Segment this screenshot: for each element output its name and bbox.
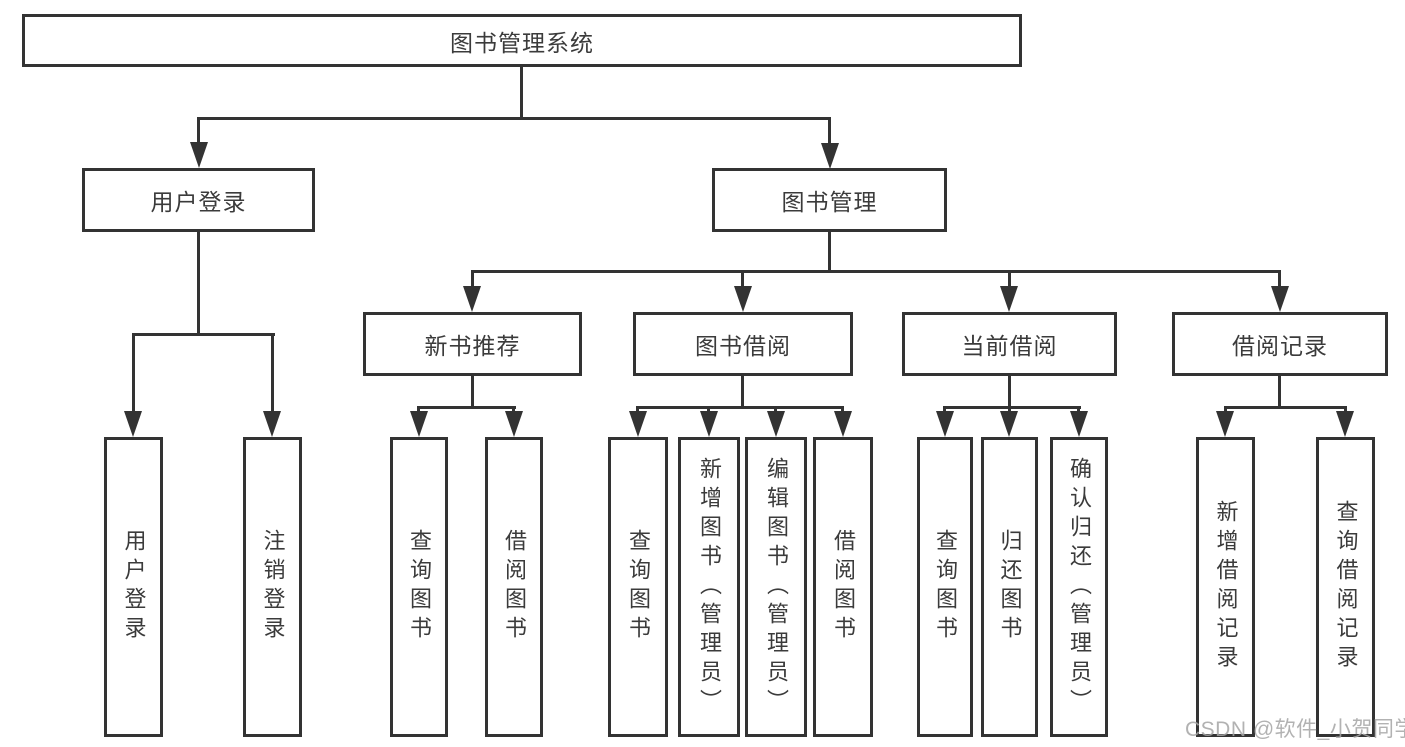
leaf-logout: 注销登录: [243, 437, 302, 737]
leaf-user-login: 用户登录: [104, 437, 163, 737]
leaf-records-add-record-label: 新增借阅记录: [1213, 500, 1239, 674]
leaf-recommend-query-book: 查询图书: [390, 437, 448, 737]
connector-line: [471, 376, 474, 408]
connector-line: [471, 270, 1281, 273]
connector-line: [417, 406, 516, 409]
connector-line: [197, 117, 831, 120]
arrow-down-icon: [936, 411, 954, 437]
leaf-records-query-record-label: 查询借阅记录: [1333, 500, 1359, 674]
connector-line: [1278, 270, 1281, 290]
arrow-down-icon: [410, 411, 428, 437]
arrow-down-icon: [1000, 286, 1018, 312]
arrow-down-icon: [463, 286, 481, 312]
csdn-watermark: CSDN @软件_小贺同学: [1185, 718, 1405, 741]
connector-line: [471, 270, 474, 290]
leaf-borrowing-borrow-book: 借阅图书: [813, 437, 873, 737]
node-new-book-recommend-label: 新书推荐: [424, 333, 521, 359]
node-new-book-recommend: 新书推荐: [363, 312, 582, 376]
node-current-borrowing: 当前借阅: [902, 312, 1117, 376]
leaf-recommend-borrow-book-label: 借阅图书: [502, 529, 527, 645]
node-book-management-label: 图书管理: [781, 189, 878, 215]
node-book-borrowing-label: 图书借阅: [695, 333, 791, 359]
leaf-borrowing-query-book-label: 查询图书: [626, 529, 651, 645]
leaf-records-add-record: 新增借阅记录: [1196, 437, 1255, 737]
arrow-down-icon: [263, 411, 281, 437]
arrow-down-icon: [190, 142, 208, 168]
connector-line: [197, 232, 200, 335]
leaf-borrowing-query-book: 查询图书: [608, 437, 668, 737]
arrow-down-icon: [834, 411, 852, 437]
connector-line: [1278, 376, 1281, 408]
leaf-borrowing-borrow-book-label: 借阅图书: [831, 529, 856, 645]
connector-line: [271, 333, 274, 413]
leaf-current-confirm-return-admin: 确认归还（管理员）: [1050, 437, 1108, 737]
node-user-login: 用户登录: [82, 168, 315, 232]
arrow-down-icon: [767, 411, 785, 437]
leaf-records-query-record: 查询借阅记录: [1316, 437, 1375, 737]
leaf-recommend-borrow-book: 借阅图书: [485, 437, 543, 737]
arrow-down-icon: [505, 411, 523, 437]
arrow-down-icon: [821, 143, 839, 169]
leaf-recommend-query-book-label: 查询图书: [407, 529, 432, 645]
node-user-login-label: 用户登录: [150, 189, 247, 215]
leaf-logout-label: 注销登录: [260, 529, 286, 645]
connector-line: [741, 376, 744, 408]
arrow-down-icon: [1271, 286, 1289, 312]
node-borrowing-records: 借阅记录: [1172, 312, 1388, 376]
leaf-current-query-book-label: 查询图书: [933, 529, 958, 645]
leaf-borrowing-add-book-admin: 新增图书（管理员）: [678, 437, 740, 737]
leaf-borrowing-edit-book-admin-label: 编辑图书（管理员）: [764, 456, 789, 718]
connector-line: [197, 117, 200, 147]
connector-line: [741, 270, 744, 290]
leaf-current-confirm-return-admin-label: 确认归还（管理员）: [1067, 456, 1092, 718]
node-borrowing-records-label: 借阅记录: [1232, 333, 1328, 359]
connector-line: [943, 406, 1081, 409]
leaf-borrowing-add-book-admin-label: 新增图书（管理员）: [697, 456, 722, 718]
connector-line: [1008, 270, 1011, 290]
arrow-down-icon: [1336, 411, 1354, 437]
node-book-management: 图书管理: [712, 168, 947, 232]
leaf-borrowing-edit-book-admin: 编辑图书（管理员）: [745, 437, 807, 737]
node-root-label: 图书管理系统: [450, 29, 594, 56]
leaf-current-query-book: 查询图书: [917, 437, 973, 737]
node-book-borrowing: 图书借阅: [633, 312, 853, 376]
arrow-down-icon: [700, 411, 718, 437]
connector-line: [132, 333, 275, 336]
connector-line: [636, 406, 844, 409]
leaf-user-login-label: 用户登录: [121, 529, 147, 645]
leaf-current-return-book: 归还图书: [981, 437, 1038, 737]
connector-line: [828, 117, 831, 147]
arrow-down-icon: [629, 411, 647, 437]
connector-line: [1224, 406, 1347, 409]
arrow-down-icon: [1000, 411, 1018, 437]
arrow-down-icon: [1216, 411, 1234, 437]
leaf-current-return-book-label: 归还图书: [997, 529, 1023, 645]
connector-line: [132, 333, 135, 413]
arrow-down-icon: [1070, 411, 1088, 437]
connector-line: [520, 67, 523, 118]
arrow-down-icon: [124, 411, 142, 437]
node-current-borrowing-label: 当前借阅: [961, 333, 1058, 359]
node-root: 图书管理系统: [22, 14, 1022, 67]
connector-line: [1008, 376, 1011, 408]
connector-line: [828, 232, 831, 273]
arrow-down-icon: [734, 286, 752, 312]
